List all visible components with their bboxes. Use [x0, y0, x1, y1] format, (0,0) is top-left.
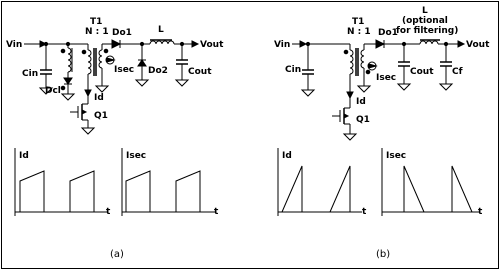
wave-b-isec-t: t: [478, 207, 483, 217]
b-ratio-label: N : 1: [347, 27, 371, 37]
ground-icon: [94, 85, 110, 93]
isec-arrow-icon: [106, 57, 116, 63]
a-id-label: Id: [94, 93, 104, 103]
b-do1-label: Do1: [378, 28, 398, 38]
ground-icon: [300, 89, 316, 97]
b-cout-label: Cout: [410, 67, 434, 77]
wave-b-isec-label: Isec: [386, 151, 406, 161]
a-ratio-label: N : 1: [85, 27, 109, 37]
b-isec-label: Isec: [376, 73, 396, 83]
id-arrow-icon: [346, 91, 354, 100]
vout-arrow-icon: [457, 40, 466, 48]
a-l-label: L: [158, 25, 164, 35]
b-cin-label: Cin: [285, 65, 301, 75]
vin-arrow-icon: [39, 40, 48, 48]
circuit-b: [292, 39, 466, 141]
b-t1-label: T1: [352, 17, 364, 27]
wave-b-id-label: Id: [282, 151, 292, 161]
wave-a-id-t: t: [106, 207, 111, 217]
b-l-note-1: (optional: [402, 16, 448, 26]
circuit-a: [24, 39, 200, 135]
isec-arrow-icon: [368, 63, 378, 69]
b-q1-label: Q1: [356, 115, 370, 125]
a-cin-label: Cin: [22, 69, 38, 79]
vout-arrow-icon: [191, 40, 200, 48]
ground-icon: [342, 133, 358, 141]
caption-b: (b): [376, 249, 390, 260]
ground-icon: [174, 79, 190, 87]
a-isec-label: Isec: [114, 65, 134, 75]
do1-diode-icon: [375, 39, 386, 49]
b-vin-label: Vin: [274, 40, 290, 50]
b-vout-label: Vout: [466, 40, 490, 50]
outer-border: [1, 1, 499, 269]
do1-diode-icon: [111, 39, 122, 49]
wave-a-id-label: Id: [19, 151, 29, 161]
ground-icon: [396, 83, 412, 91]
ground-icon: [80, 127, 96, 135]
id-arrow-icon: [84, 89, 92, 98]
ground-icon: [134, 79, 150, 87]
ground-icon: [60, 93, 76, 101]
a-vout-label: Vout: [200, 40, 224, 50]
a-do2-label: Do2: [148, 66, 168, 76]
waveform-b-isec: [381, 148, 480, 216]
b-cf-label: Cf: [452, 67, 463, 77]
a-t1-label: T1: [90, 17, 102, 27]
waveform-a-isec: [121, 148, 216, 216]
wave-a-isec-label: Isec: [126, 151, 146, 161]
a-cout-label: Cout: [188, 67, 212, 77]
vin-arrow-icon: [299, 40, 308, 48]
b-l-note-2: for filtering): [396, 26, 458, 36]
waveform-a-id: [14, 148, 108, 216]
ground-icon: [356, 85, 372, 93]
wave-a-isec-t: t: [214, 207, 219, 217]
clamp-diode-icon: [63, 77, 73, 85]
a-q1-label: Q1: [94, 111, 108, 121]
waveform-b-id: [277, 148, 362, 216]
ground-icon: [438, 83, 454, 91]
caption-a: (a): [110, 249, 124, 260]
a-vin-label: Vin: [6, 40, 22, 50]
ground-icon: [38, 87, 54, 95]
a-do1-label: Do1: [112, 28, 132, 38]
a-dcl-label: Dcl: [45, 86, 61, 96]
wave-b-id-t: t: [362, 207, 367, 217]
b-l-label: L: [422, 6, 428, 16]
b-id-label: Id: [356, 97, 366, 107]
